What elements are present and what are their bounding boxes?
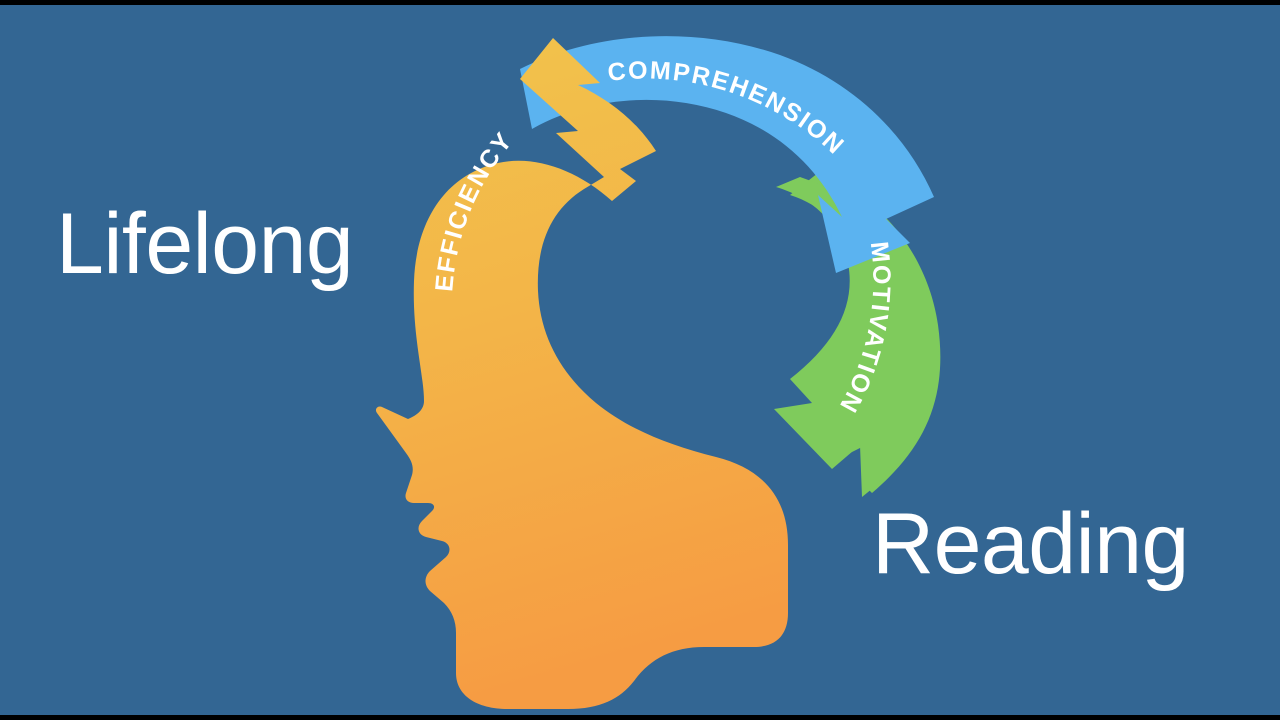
headline-left-word: Lifelong xyxy=(56,196,354,292)
arrow-comprehension xyxy=(520,36,934,273)
arrow-motivation xyxy=(774,173,941,497)
slide-canvas: EFFICIENCY COMPREHENSION MOTIVATION Life… xyxy=(0,5,1280,715)
head-silhouette xyxy=(375,38,788,709)
letterbox-bottom xyxy=(0,715,1280,720)
letterbox-top xyxy=(0,0,1280,5)
headline-right-word: Reading xyxy=(872,496,1189,592)
reading-cycle-graphic: EFFICIENCY COMPREHENSION MOTIVATION xyxy=(375,36,941,709)
